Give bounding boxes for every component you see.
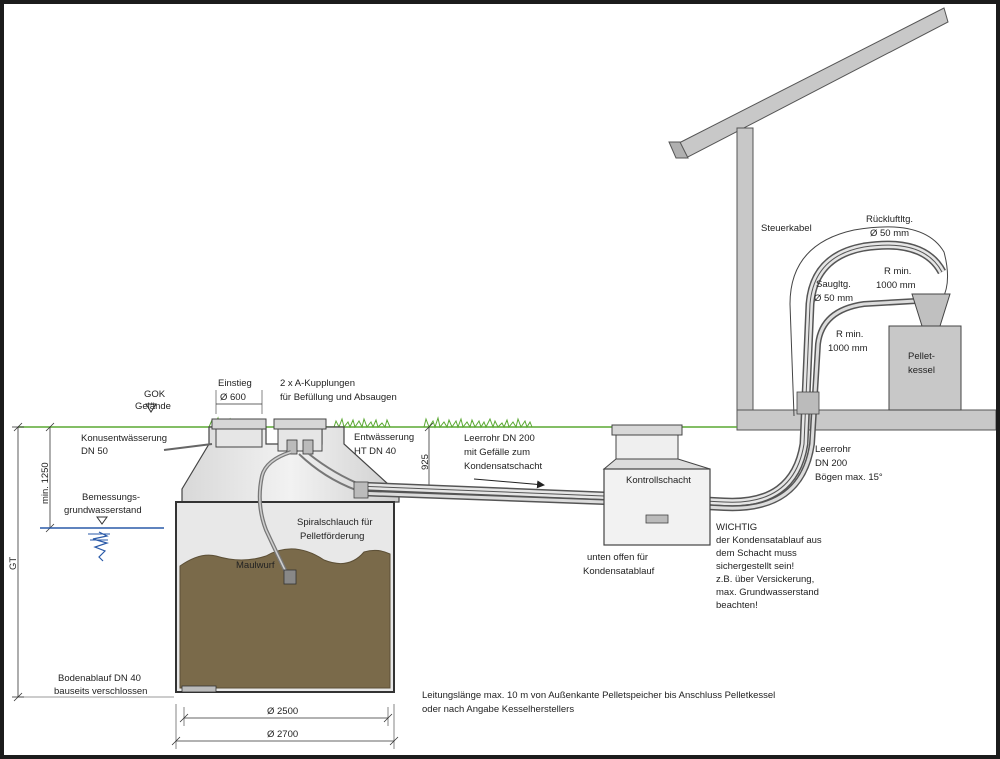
mole-device — [283, 569, 297, 585]
label-kessel-1: Pellet- — [908, 351, 935, 362]
label-bodenablauf-2: bauseits verschlossen — [54, 686, 147, 697]
gok-triangle — [145, 403, 157, 413]
label-rmin-a-2: 1000 mm — [876, 280, 916, 291]
tank-pellets — [179, 548, 391, 689]
left-dimensions — [12, 422, 174, 702]
boiler-hopper — [911, 293, 951, 327]
label-leerrohr-3: Bögen max. 15° — [815, 472, 883, 483]
label-leerrohr200-3: Kondensatschacht — [464, 461, 543, 472]
label-saug-1: Saugltg. — [816, 279, 851, 290]
label-kupplungen-2: für Befüllung und Absaugen — [280, 392, 397, 403]
label-rmin-a-1: R min. — [884, 266, 911, 277]
conduit-dn200 — [353, 226, 948, 512]
label-gt: GT — [8, 557, 19, 570]
label-rueckluft-1: Rückluftltg. — [866, 214, 913, 225]
footer-note-1: Leitungslänge max. 10 m von Außenkante P… — [422, 690, 775, 701]
house-floor — [736, 409, 996, 431]
label-wichtig-5: z.B. über Versickerung, — [716, 574, 814, 585]
label-rmin-b-1: R min. — [836, 329, 863, 340]
label-dim-925: 925 — [420, 454, 431, 470]
label-kessel-2: kessel — [908, 365, 935, 376]
label-wichtig-3: dem Schacht muss — [716, 548, 797, 559]
label-konusentwaesserung-1: Konusentwässerung — [81, 433, 167, 444]
label-leerrohr200-2: mit Gefälle zum — [464, 447, 530, 458]
label-kupplungen-1: 2 x A-Kupplungen — [280, 378, 355, 389]
label-leerrohr200-1: Leerrohr DN 200 — [464, 433, 535, 444]
label-rueckluft-2: Ø 50 mm — [870, 228, 909, 239]
label-dia-2500: Ø 2500 — [267, 706, 298, 717]
label-dia-2700: Ø 2700 — [267, 729, 298, 740]
label-wichtig-7: beachten! — [716, 600, 758, 611]
diagram-canvas: GOK Gelände Einstieg Ø 600 2 x A-Kupplun… — [4, 4, 996, 755]
pellet-boiler — [888, 293, 962, 411]
label-leerrohr-1: Leerrohr — [815, 444, 851, 455]
label-spiral-1: Spiralschlauch für — [297, 517, 373, 528]
manhole-dimension — [215, 390, 263, 414]
control-shaft — [602, 424, 711, 546]
label-min-1250: min. 1250 — [40, 462, 51, 504]
label-gok: GOK — [144, 389, 166, 400]
diagram-svg: GOK Gelände Einstieg Ø 600 2 x A-Kupplun… — [8, 7, 996, 749]
label-leerrohr-2: DN 200 — [815, 458, 847, 469]
label-bemessung-2: grundwasserstand — [64, 505, 142, 516]
label-wichtig-4: sichergestellt sein! — [716, 561, 794, 572]
house — [668, 7, 996, 431]
bottom-dimensions — [171, 704, 399, 749]
label-einstieg-dia: Ø 600 — [220, 392, 246, 403]
boiler-body — [888, 325, 962, 411]
water-squiggle — [92, 531, 110, 562]
label-entwaesserung-2: HT DN 40 — [354, 446, 396, 457]
labels: GOK Gelände Einstieg Ø 600 2 x A-Kupplun… — [8, 214, 935, 740]
label-gelaende: Gelände — [135, 401, 171, 412]
label-kontrollschacht: Kontrollschacht — [626, 475, 691, 486]
house-wall — [736, 127, 754, 421]
house-roof — [678, 7, 949, 159]
label-maulwurf: Maulwurf — [236, 560, 275, 571]
label-konusentwaesserung-2: DN 50 — [81, 446, 108, 457]
groundwater-level — [40, 403, 164, 562]
label-wichtig-2: der Kondensatablauf aus — [716, 535, 822, 546]
label-wichtig-6: max. Grundwasserstand — [716, 587, 819, 598]
pellet-tank — [163, 418, 400, 693]
label-bemessung-1: Bemessungs- — [82, 492, 140, 503]
label-entwaesserung-1: Entwässerung — [354, 432, 414, 443]
label-wichtig-1: WICHTIG — [716, 522, 757, 533]
water-level-triangle — [96, 516, 108, 525]
label-steuerkabel: Steuerkabel — [761, 223, 812, 234]
label-einstieg: Einstieg — [218, 378, 252, 389]
label-bodenablauf-1: Bodenablauf DN 40 — [58, 673, 141, 684]
footer-note-2: oder nach Angabe Kesselherstellers — [422, 704, 574, 715]
slope-arrow — [473, 478, 545, 489]
control-cable — [789, 226, 948, 417]
label-spiral-2: Pelletförderung — [300, 531, 364, 542]
label-saug-2: Ø 50 mm — [814, 293, 853, 304]
label-unten-offen-2: Kondensatablauf — [583, 566, 655, 577]
label-rmin-b-2: 1000 mm — [828, 343, 868, 354]
label-unten-offen-1: unten offen für — [587, 552, 648, 563]
